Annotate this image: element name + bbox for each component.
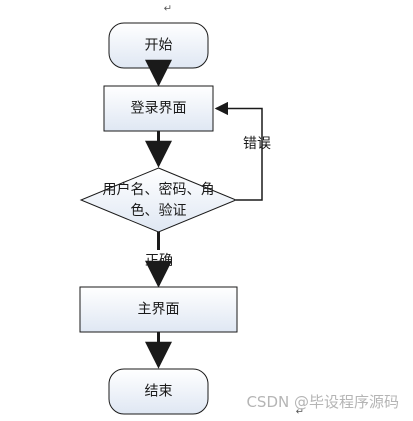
watermark: CSDN @毕设程序源码: [246, 393, 399, 411]
node-start-label: 开始: [145, 38, 173, 54]
node-check-label-line1: 用户名、密码、角: [103, 181, 215, 198]
node-end: 结束: [108, 368, 209, 415]
node-check: 用户名、密码、角 色、验证: [79, 167, 238, 233]
node-login-label: 登录界面: [131, 101, 187, 117]
node-main: 主界面: [79, 286, 238, 333]
edge-error-label: 错误: [243, 136, 271, 152]
node-end-label: 结束: [145, 384, 173, 400]
node-main-label: 主界面: [138, 302, 180, 318]
edge-check-login-error: [214, 101, 263, 201]
edge-correct-label: 正确: [145, 253, 173, 269]
node-login: 登录界面: [103, 85, 214, 132]
paragraph-mark-bottom: ↵: [296, 407, 304, 418]
node-check-label-line2: 色、验证: [131, 202, 187, 219]
paragraph-mark-top: ↵: [164, 4, 172, 15]
node-start: 开始: [108, 22, 209, 69]
